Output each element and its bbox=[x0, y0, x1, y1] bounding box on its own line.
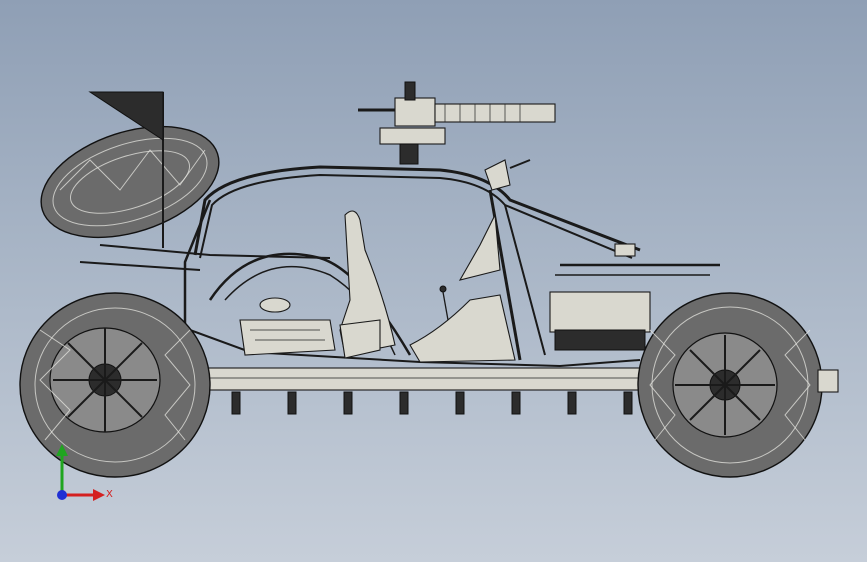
skid-pegs bbox=[231, 391, 633, 415]
front-wheel bbox=[637, 292, 839, 478]
spare-tire bbox=[40, 125, 220, 239]
rear-wheel bbox=[19, 292, 211, 478]
seat bbox=[339, 210, 396, 359]
engine-block bbox=[239, 297, 336, 356]
mounted-gun bbox=[358, 81, 556, 165]
body-panel bbox=[409, 213, 516, 363]
z-axis-dot bbox=[57, 490, 67, 500]
steering bbox=[484, 159, 531, 191]
front-box bbox=[549, 243, 651, 351]
coordinate-triad: X bbox=[56, 444, 113, 501]
flag bbox=[88, 91, 164, 248]
x-axis-label: X bbox=[106, 489, 113, 500]
